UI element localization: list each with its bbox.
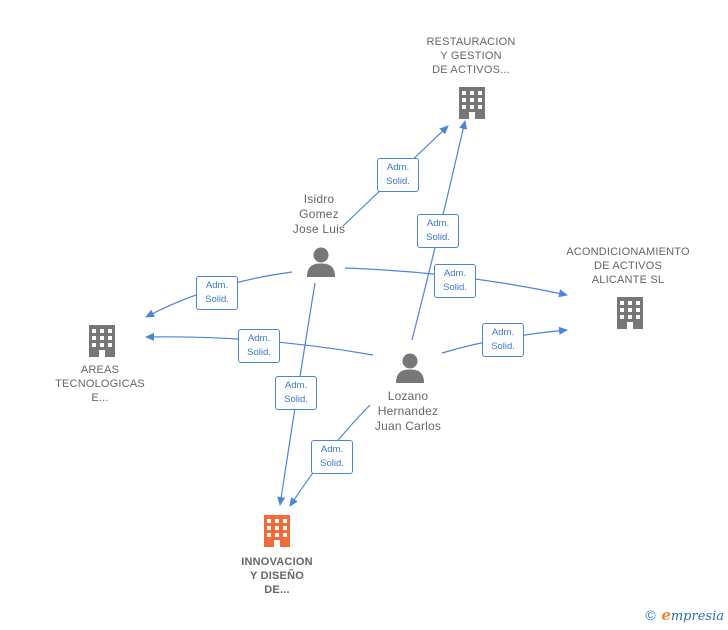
edges <box>145 120 568 507</box>
edge-badge-isidro-acondicionamiento[interactable]: Adm.Solid. <box>434 264 476 298</box>
restauracion-building-icon <box>459 87 485 119</box>
brand-logo-initial: e <box>661 606 671 624</box>
node-label-restauracion[interactable]: RESTAURACION Y GESTION DE ACTIVOS... <box>426 36 516 76</box>
node-label-innovacion[interactable]: INNOVACION Y DISEÑO DE... <box>241 556 313 596</box>
isidro-person-icon <box>307 247 335 277</box>
edge-badge-isidro-areas[interactable]: Adm.Solid. <box>196 276 238 310</box>
lozano-person-icon <box>396 353 424 383</box>
innovacion-building-icon <box>264 515 290 547</box>
edge-badge-isidro-restauracion[interactable]: Adm.Solid. <box>377 158 419 192</box>
node-label-lozano[interactable]: Lozano Hernandez Juan Carlos <box>374 389 442 433</box>
edge-badge-isidro-innovacion[interactable]: Adm.Solid. <box>275 376 317 410</box>
edge-badge-lozano-restauracion[interactable]: Adm.Solid. <box>417 214 459 248</box>
copyright-symbol: © <box>645 607 656 623</box>
node-label-isidro[interactable]: Isidro Gomez Jose Luis <box>292 192 346 236</box>
edge-badge-lozano-innovacion[interactable]: Adm.Solid. <box>311 440 353 474</box>
edge-badge-lozano-acondicionamiento[interactable]: Adm.Solid. <box>482 323 524 357</box>
node-label-acondicionamiento[interactable]: ACONDICIONAMIENTO DE ACTIVOS ALICANTE SL <box>566 246 690 286</box>
areas-building-icon <box>89 325 115 357</box>
edge-badge-lozano-areas[interactable]: Adm.Solid. <box>238 329 280 363</box>
footer-brand[interactable]: © empresia <box>645 606 724 624</box>
acondicionamiento-building-icon <box>617 297 643 329</box>
node-label-areas[interactable]: AREAS TECNOLOGICAS E... <box>55 364 145 404</box>
brand-logo-text: mpresia <box>670 609 724 624</box>
